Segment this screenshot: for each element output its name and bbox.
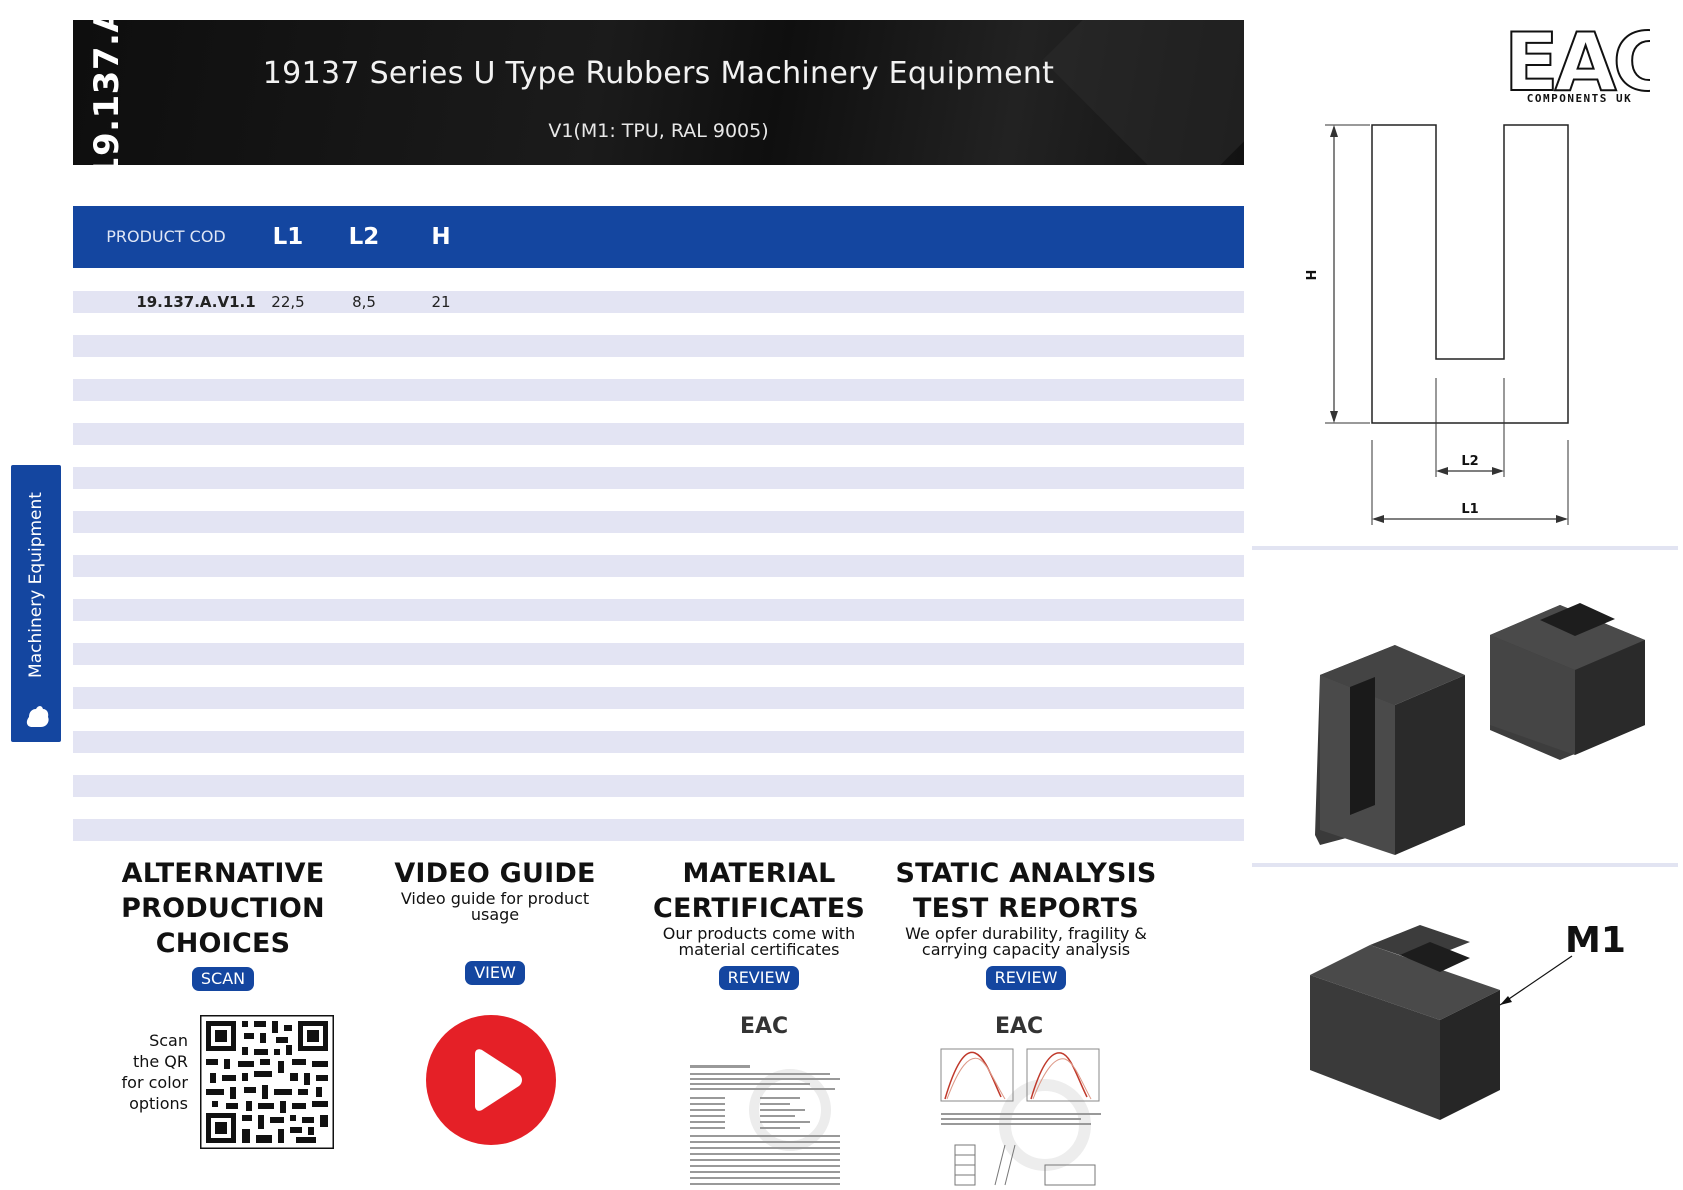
scan-text-line: for color — [121, 1073, 188, 1092]
cell-l1: 22,5 — [271, 293, 305, 311]
static-review-button[interactable]: REVIEW — [985, 966, 1067, 990]
dimension-h-label: H — [1305, 270, 1320, 281]
section-desc-line: material certificates — [678, 940, 840, 959]
scan-button[interactable]: SCAN — [191, 967, 255, 991]
series-code-text: 19.137.A — [87, 20, 127, 165]
svg-text:EAC: EAC — [740, 1014, 788, 1039]
test-report-document-icon[interactable]: EAC — [935, 1005, 1115, 1190]
section-material-certificates: MATERIAL CERTIFICATES Our products come … — [650, 856, 868, 990]
table-row — [73, 379, 1244, 401]
table-row — [73, 775, 1244, 797]
section-desc-line: carrying capacity analysis — [921, 940, 1131, 959]
table-row — [73, 643, 1244, 665]
header-sheen — [1042, 20, 1244, 165]
page-title: 19137 Series U Type Rubbers Machinery Eq… — [262, 56, 1055, 91]
svg-text:EAC: EAC — [995, 1014, 1043, 1039]
svg-text:EAC: EAC — [1504, 16, 1650, 96]
section-desc-line: usage — [470, 905, 520, 924]
product-render-single — [1310, 925, 1573, 1120]
table-row — [73, 467, 1244, 489]
section-alternative-production: ALTERNATIVE PRODUCTION CHOICES SCAN — [112, 856, 334, 991]
section-title-line: CERTIFICATES — [652, 893, 866, 924]
scan-text-line: the QR — [132, 1052, 188, 1071]
scan-instructions: Scan the QR for color options — [112, 1030, 188, 1114]
logo-subtitle: COMPONENTS UK — [1526, 92, 1633, 105]
table-row — [73, 511, 1244, 533]
table-row: 19.137.A.V1.1 22,5 8,5 21 — [73, 291, 1244, 313]
cell-h: 21 — [431, 293, 451, 311]
section-desc-line: We opfer durability, fragility & — [905, 924, 1147, 943]
table-row — [73, 555, 1244, 577]
table-body: 19.137.A.V1.1 22,5 8,5 21 — [73, 291, 1244, 863]
technical-drawing: H L2 L1 — [1305, 124, 1569, 525]
section-title-line: ALTERNATIVE — [121, 858, 325, 889]
hand-icon — [26, 706, 49, 727]
table-row — [73, 731, 1244, 753]
section-title-line: STATIC ANALYSIS — [895, 858, 1157, 889]
column-header-h: H — [431, 224, 451, 250]
page-subtitle: V1(M1: TPU, RAL 9005) — [548, 120, 769, 142]
section-title-line: TEST REPORTS — [913, 893, 1139, 924]
section-video-guide: VIDEO GUIDE Video guide for product usag… — [390, 856, 600, 985]
section-static-analysis: STATIC ANALYSIS TEST REPORTS We opfer du… — [895, 856, 1157, 990]
table-row — [73, 423, 1244, 445]
video-play-icon[interactable] — [425, 1014, 557, 1146]
side-tab-machinery-equipment[interactable]: Machinery Equipment — [11, 465, 61, 742]
section-desc-line: Our products come with — [662, 924, 856, 943]
section-title-line: VIDEO GUIDE — [394, 858, 596, 889]
scan-text-line: options — [129, 1094, 188, 1113]
certificate-document-icon[interactable]: EAC — [680, 1005, 860, 1190]
section-desc-line: Video guide for product — [400, 889, 590, 908]
right-divider — [1252, 863, 1678, 867]
right-divider — [1252, 546, 1678, 550]
table-row — [73, 687, 1244, 709]
column-header-product-code: PRODUCT COD — [106, 227, 226, 246]
cell-product-code: 19.137.A.V1.1 — [136, 293, 256, 311]
table-header: PRODUCT COD L1 L2 H — [73, 206, 1244, 268]
scan-text-line: Scan — [149, 1031, 188, 1050]
cell-l2: 8,5 — [352, 293, 376, 311]
material-review-button[interactable]: REVIEW — [718, 966, 800, 990]
section-title-line: CHOICES — [155, 928, 291, 959]
column-header-l1: L1 — [272, 224, 304, 250]
product-render-pair — [1315, 603, 1645, 855]
dimension-l1-label: L1 — [1461, 502, 1478, 517]
dimension-l2-label: L2 — [1461, 454, 1478, 469]
section-title-line: MATERIAL — [682, 858, 836, 889]
header-banner: 19.137.A 19137 Series U Type Rubbers Mac… — [73, 20, 1244, 165]
side-tab-label: Machinery Equipment — [26, 492, 46, 678]
column-header-l2: L2 — [348, 224, 380, 250]
material-m1-label: M1 — [1565, 920, 1626, 961]
table-row — [73, 819, 1244, 841]
section-title-line: PRODUCTION — [121, 893, 325, 924]
eac-logo: EAC — [1503, 16, 1650, 96]
table-row — [73, 335, 1244, 357]
view-button[interactable]: VIEW — [465, 961, 525, 985]
table-row — [73, 599, 1244, 621]
qr-code-icon[interactable] — [200, 1015, 334, 1149]
